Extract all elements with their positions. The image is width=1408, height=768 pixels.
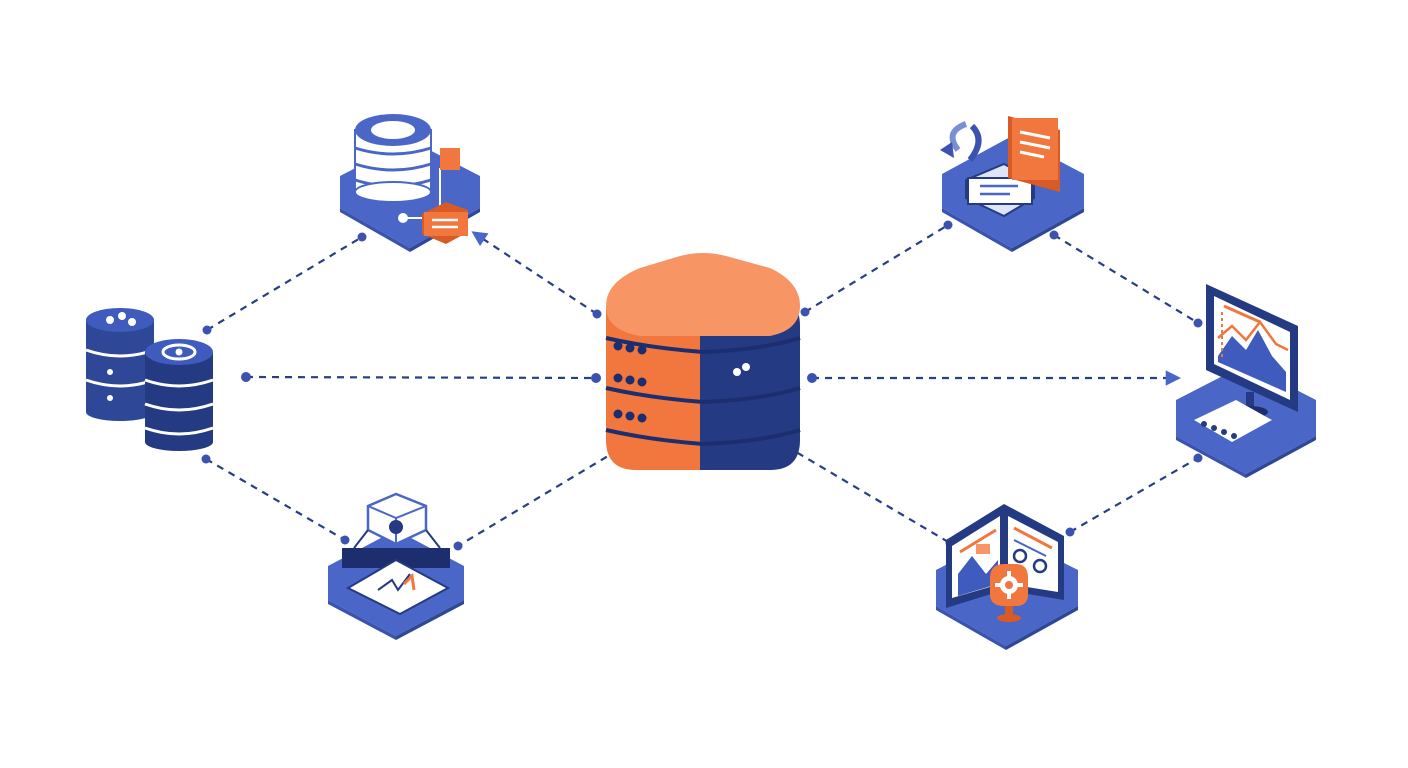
- connector-dbcluster-central: [245, 375, 597, 380]
- data-processing-icon: [328, 492, 464, 640]
- node-data-processing[interactable]: [328, 492, 464, 640]
- central-server[interactable]: [605, 253, 801, 470]
- connector-dot: [592, 309, 602, 319]
- connectors: [205, 224, 1199, 547]
- connector-dot: [591, 373, 601, 383]
- database-config-icon: [340, 114, 480, 252]
- monitor-analytics-icon: [1176, 284, 1316, 478]
- connector-dot: [340, 535, 350, 545]
- connector-dot: [1049, 230, 1059, 240]
- dashboard-settings-icon: [936, 504, 1078, 650]
- connector-dot: [1193, 318, 1203, 328]
- connector-dashboard-monitor: [1069, 457, 1199, 533]
- connector-endpoints: [201, 220, 1203, 551]
- messaging-icon: [940, 116, 1084, 252]
- connector-dot: [357, 232, 367, 242]
- connector-dot: [202, 325, 212, 335]
- connector-dot: [1193, 453, 1203, 463]
- node-dashboard-settings[interactable]: [936, 504, 1078, 650]
- database-cluster-icon: [85, 308, 214, 451]
- connector-central-dbconfig: [471, 231, 598, 315]
- connector-central-messaging: [804, 224, 949, 313]
- node-messaging[interactable]: [940, 116, 1084, 252]
- connector-central-processing: [457, 449, 619, 547]
- connector-dot: [807, 373, 817, 383]
- connector-dot: [943, 220, 953, 230]
- connector-central-dashboard: [785, 445, 951, 544]
- connector-dot: [800, 307, 810, 317]
- connector-dot: [453, 541, 463, 551]
- connector-dbcluster-processing: [205, 458, 346, 541]
- node-database-config[interactable]: [340, 114, 480, 252]
- connector-dot: [201, 454, 211, 464]
- node-monitor[interactable]: [1176, 284, 1316, 478]
- connector-dot: [241, 372, 251, 382]
- connector-dbcluster-dbconfig: [206, 236, 363, 331]
- node-database-cluster[interactable]: [85, 308, 214, 451]
- connector-dot: [1065, 527, 1075, 537]
- connector-messaging-monitor: [1053, 234, 1199, 324]
- server-stack-icon: [605, 253, 801, 470]
